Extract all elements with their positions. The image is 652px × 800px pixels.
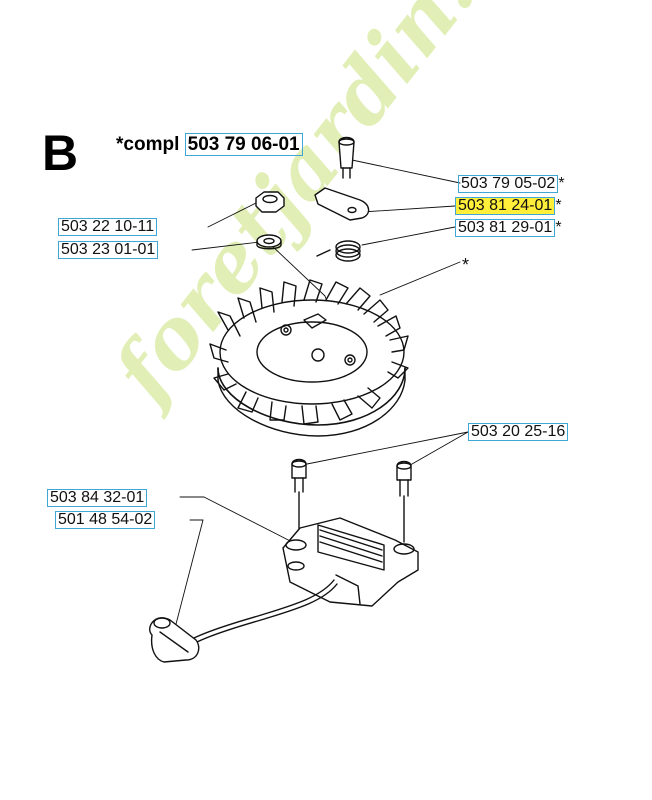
part-number-pawl[interactable]: 503 81 24-01 <box>455 197 556 215</box>
compl-label: *compl 503 79 06-01 <box>116 133 303 156</box>
part-suffix: * <box>555 197 562 214</box>
spark-plug-cap <box>149 617 200 663</box>
part-number-washer[interactable]: 503 23 01-01 <box>58 241 159 259</box>
part-number-nut[interactable]: 503 22 10-11 <box>58 218 158 236</box>
compl-part-number[interactable]: 503 79 06-01 <box>184 133 303 156</box>
part-label-washer: 503 23 01-01 <box>58 241 159 259</box>
part-number-screw[interactable]: 503 20 25-16 <box>468 423 569 441</box>
compl-prefix: *compl <box>116 134 180 155</box>
part-label-screw: 503 20 25-16 <box>468 423 569 441</box>
part-number-spring[interactable]: 503 81 29-01 <box>455 219 556 237</box>
leader-lines <box>174 159 469 629</box>
part-label-spark-plug-cap: 501 48 54-02 <box>55 511 156 529</box>
ignition-module <box>189 517 419 645</box>
section-letter: B <box>42 125 79 181</box>
part-suffix: * <box>555 219 562 236</box>
part-number-spark-plug-cap[interactable]: 501 48 54-02 <box>55 511 156 529</box>
part-number-ignition-module[interactable]: 503 84 32-01 <box>47 489 148 507</box>
part-suffix: * <box>558 175 565 192</box>
part-label-spring: 503 81 29-01* <box>455 219 562 237</box>
spring <box>316 240 361 262</box>
screw-right <box>396 460 412 543</box>
part-label-ignition-module: 503 84 32-01 <box>47 489 148 507</box>
part-label-pawl-pin: 503 79 05-02* <box>458 175 565 193</box>
pawl <box>314 187 370 221</box>
pawl-pin <box>338 136 355 179</box>
part-label-pawl: 503 81 24-01* <box>455 197 562 215</box>
part-number-pawl-pin[interactable]: 503 79 05-02 <box>458 175 559 193</box>
asterisk-note: * <box>462 255 470 275</box>
washer <box>256 234 282 250</box>
part-label-nut: 503 22 10-11 <box>58 218 158 236</box>
nut <box>255 191 285 213</box>
flywheel <box>209 279 409 437</box>
